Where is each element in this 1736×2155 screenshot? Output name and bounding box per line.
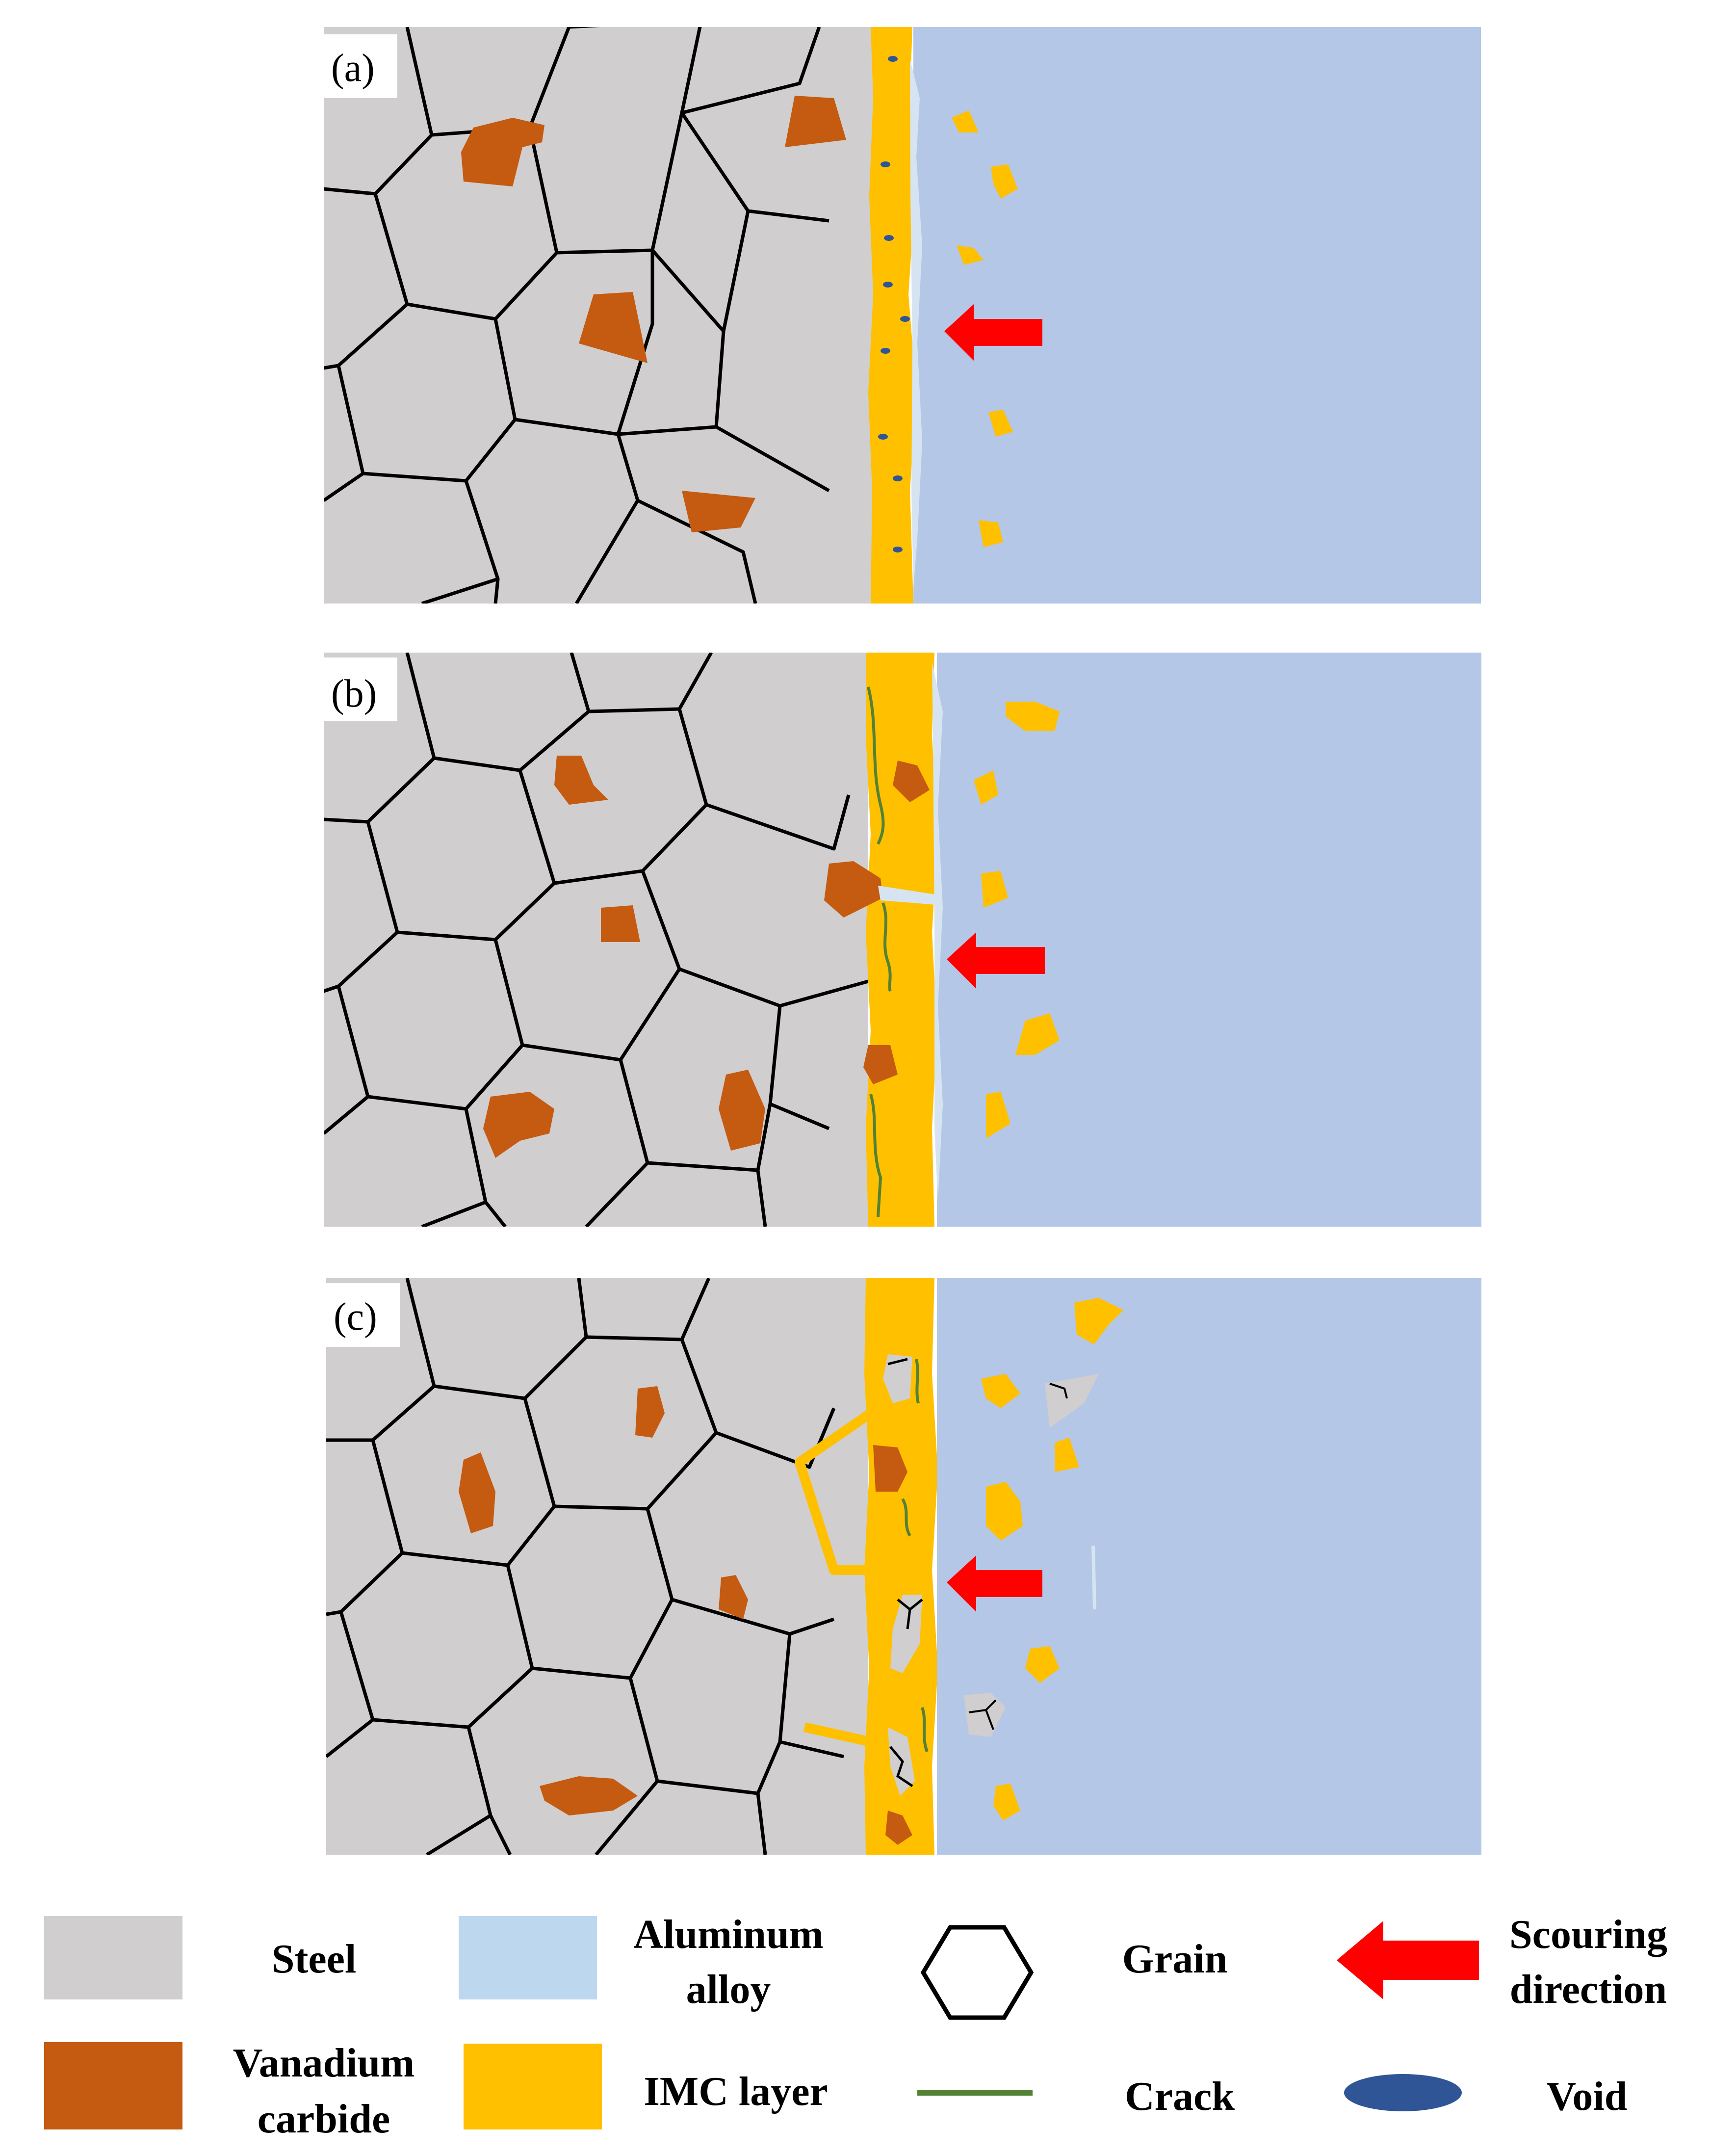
panel-a: (a) [324, 27, 1481, 604]
grain-boundaries [326, 1278, 844, 1855]
scouring-arrow [947, 932, 1045, 989]
panel-label-a: (a) [331, 47, 375, 90]
legend-label-vanadium-1: Vanadium [233, 2040, 415, 2086]
panel-b: (b) [324, 653, 1481, 1227]
imc-fragments [981, 1298, 1123, 1820]
steel-region [326, 1278, 868, 1855]
legend-label-grain: Grain [1122, 1936, 1228, 1982]
imc-layer [868, 27, 916, 604]
scouring-arrow [944, 304, 1042, 361]
panel-label-bg [326, 1283, 400, 1347]
vanadium-carbides [459, 1386, 748, 1815]
panel-label-c: (c) [334, 1295, 377, 1339]
legend-scouring-arrow-icon [1337, 1921, 1479, 1999]
aluminum-region [913, 27, 1481, 604]
aluminum-region [937, 653, 1481, 1227]
legend-label-imc: IMC layer [644, 2069, 828, 2114]
legend-swatch-imc [464, 2044, 602, 2129]
steel-fragments [964, 1374, 1099, 1737]
legend-label-void: Void [1546, 2074, 1627, 2119]
imc-penetration [795, 1409, 874, 1747]
panel-label-bg [324, 657, 397, 721]
legend-swatch-aluminum [459, 1916, 597, 1999]
thin-interface-film [1091, 1546, 1096, 1609]
legend-label-scouring-1: Scouring [1509, 1912, 1667, 1957]
grain-boundaries [324, 653, 868, 1227]
imc-fragments [974, 702, 1060, 1138]
legend-label-crack: Crack [1125, 2074, 1235, 2119]
legend-label-aluminum-1: Aluminum [633, 1912, 823, 1957]
scouring-arrow [947, 1555, 1042, 1612]
thin-interface-film [910, 59, 922, 589]
imc-cracks [867, 686, 892, 1217]
panel-label-bg [324, 34, 397, 98]
imc-layer [866, 653, 938, 1227]
vanadium-carbides [483, 756, 765, 1158]
thin-interface-film [932, 662, 943, 1202]
vanadium-carbides-in-imc [873, 1445, 912, 1845]
legend-label-scouring-2: direction [1510, 1967, 1667, 2012]
vanadium-carbides-in-imc [824, 761, 930, 1084]
steel-region [324, 653, 868, 1227]
panel-label-b: (b) [331, 672, 377, 715]
imc-fragments [952, 110, 1018, 547]
legend-void-icon [1344, 2074, 1462, 2111]
legend-label-aluminum-2: alloy [686, 1967, 771, 2012]
legend: Steel Aluminum alloy Grain Scouring dire… [44, 1912, 1667, 2142]
legend-label-steel: Steel [272, 1936, 357, 1982]
aluminum-region [937, 1278, 1481, 1855]
crack-gap [878, 886, 942, 905]
grain-fracture-lines [887, 1358, 923, 1787]
grain-boundaries [324, 27, 830, 604]
legend-swatch-steel [44, 1916, 182, 1999]
vanadium-carbides [461, 96, 846, 532]
imc-cracks [901, 1359, 929, 1753]
imc-layer [864, 1278, 938, 1855]
voids [878, 56, 910, 552]
legend-label-vanadium-2: carbide [258, 2096, 390, 2142]
panel-c: (c) [326, 1278, 1481, 1855]
legend-swatch-vanadium [44, 2042, 182, 2129]
legend-grain-hexagon-icon [920, 1925, 1034, 2020]
